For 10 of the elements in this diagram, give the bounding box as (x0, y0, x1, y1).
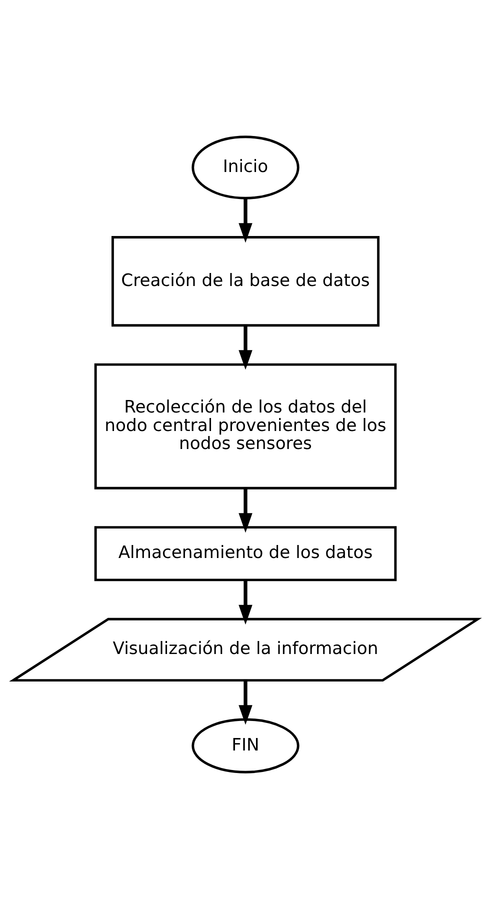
arrow (238, 325, 252, 370)
node-box: Recolección de los datos del nodo central provenientes de los nodos sensores (94, 362, 397, 489)
arrow (238, 198, 252, 242)
node-ellipse: Inicio (192, 135, 300, 199)
node-box: Creación de la base de datos (111, 236, 380, 326)
node-box: Almacenamiento de los datos (94, 526, 397, 581)
arrow (238, 579, 252, 624)
node-ellipse: FIN (192, 718, 300, 773)
arrow (238, 680, 252, 724)
arrow (238, 488, 252, 532)
